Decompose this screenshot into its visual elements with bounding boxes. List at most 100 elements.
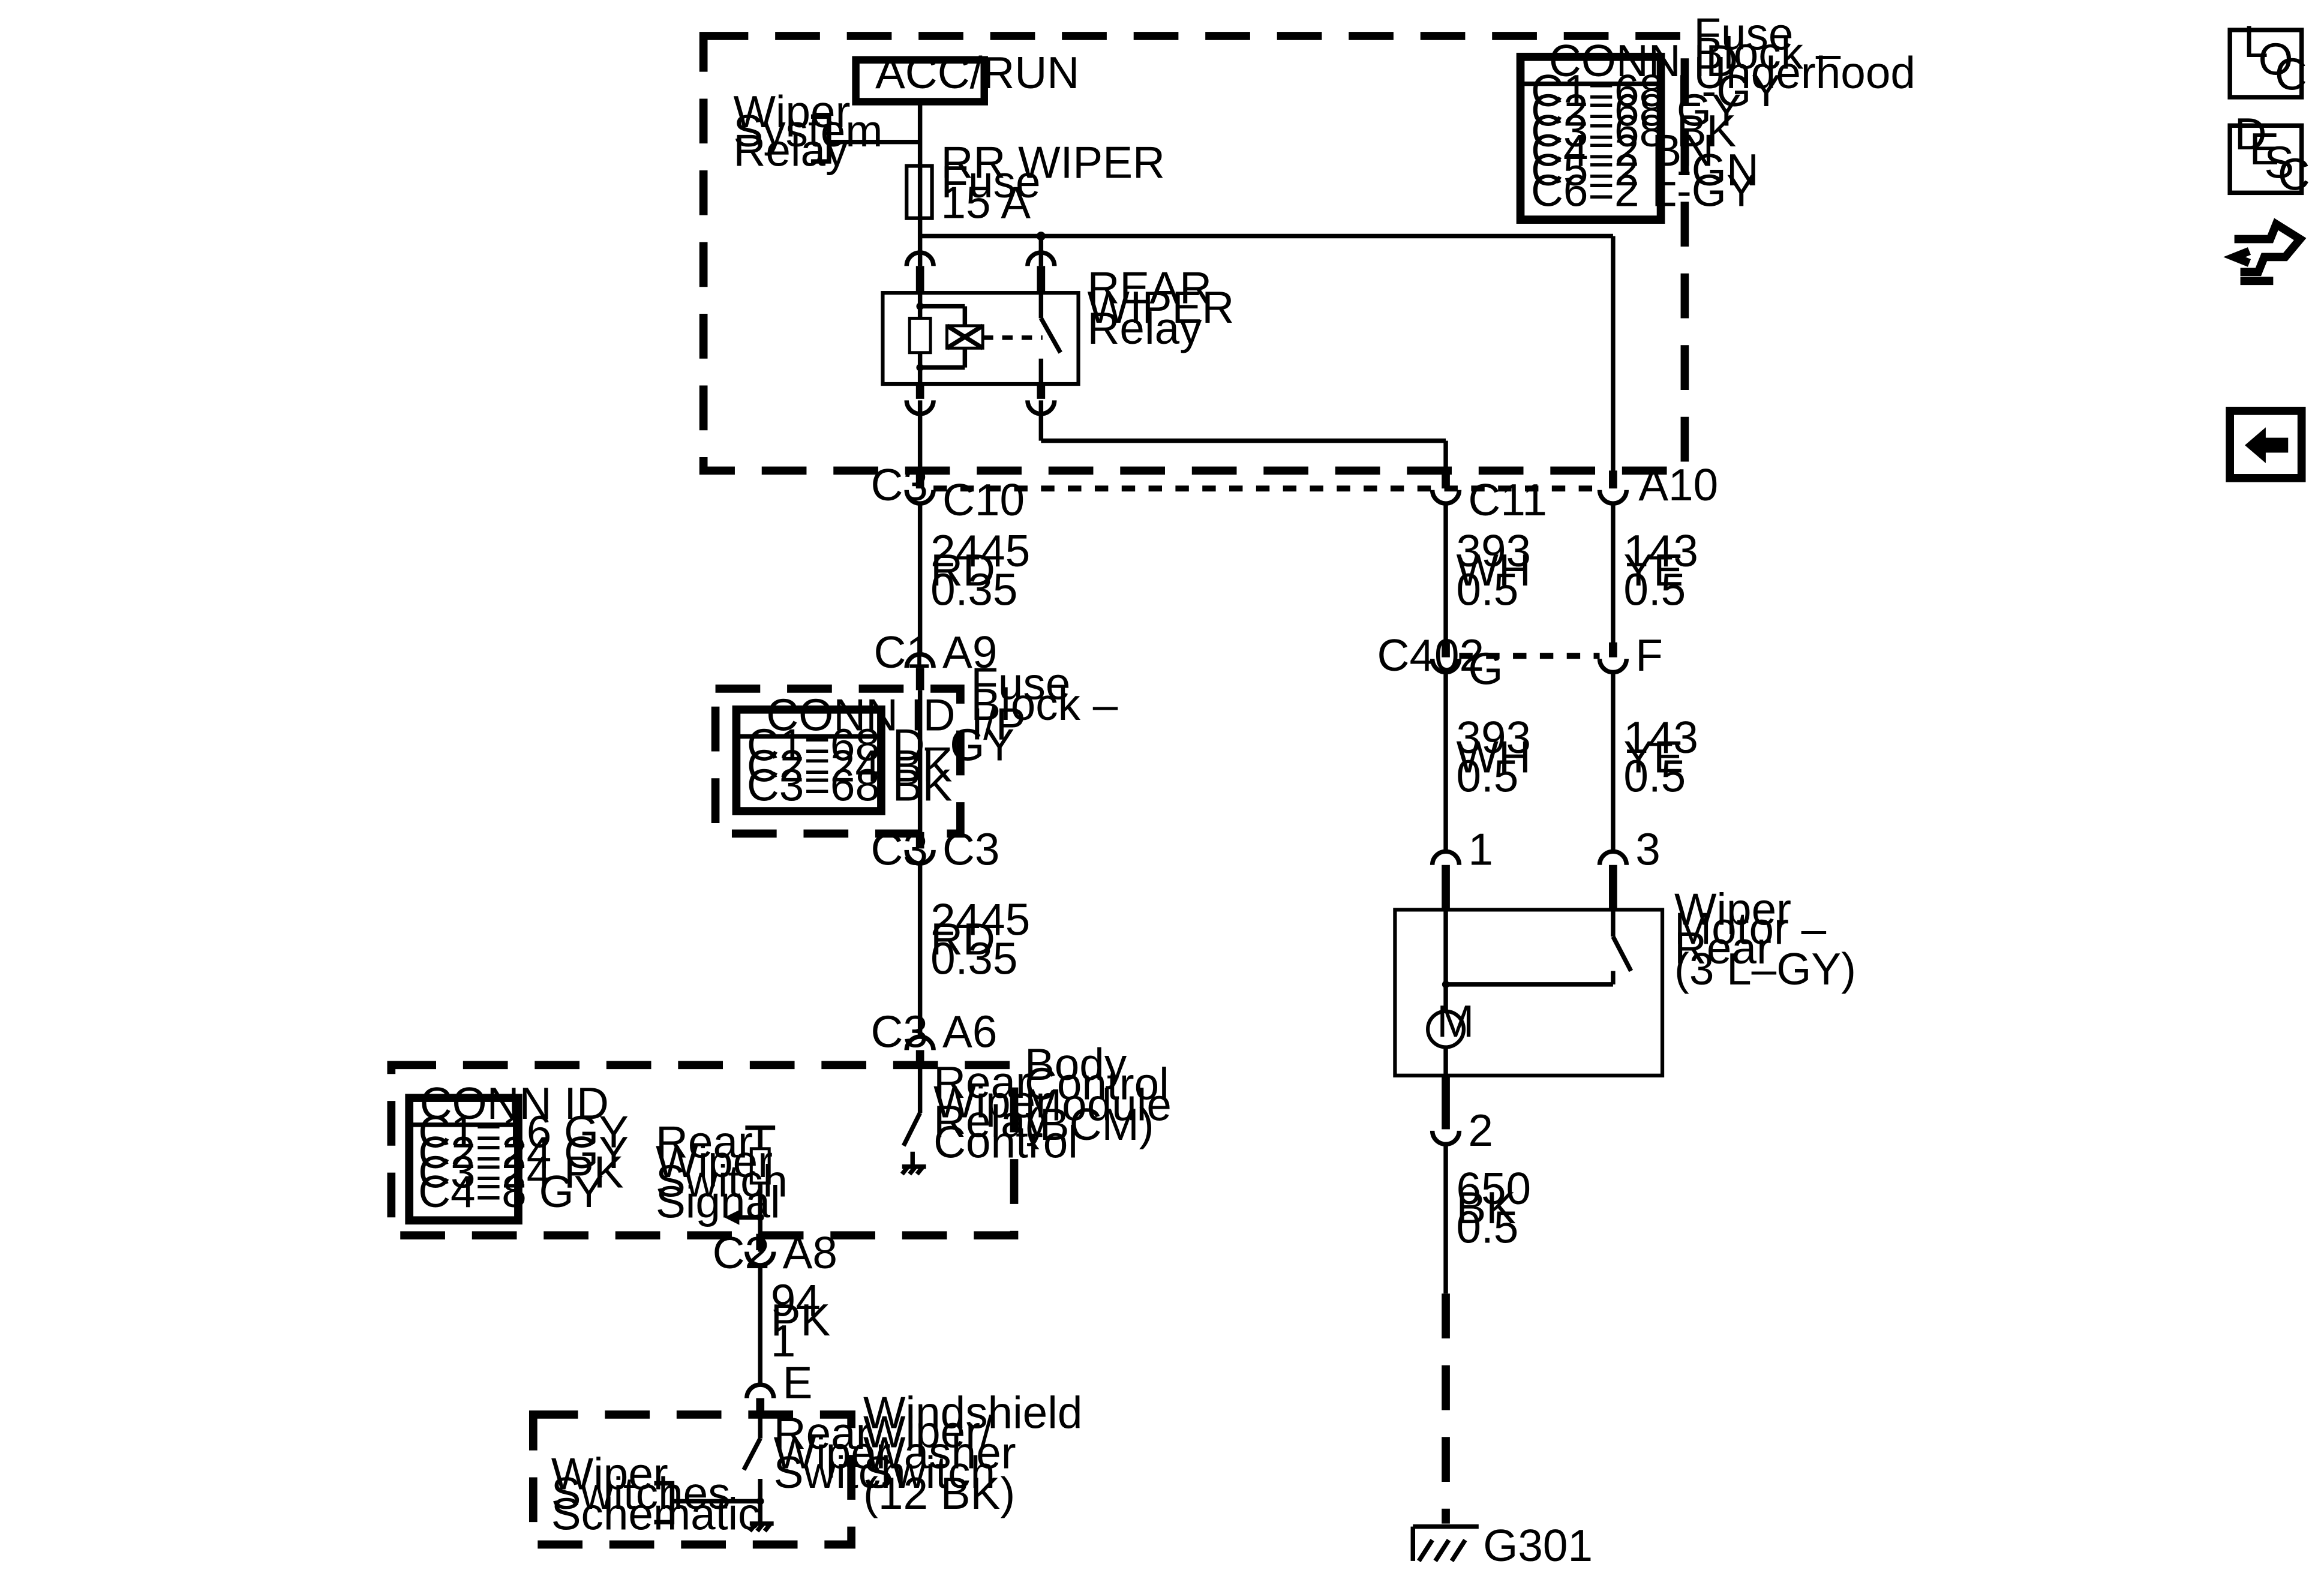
svg-text:Switch: Switch [774, 1447, 906, 1497]
wiper-system-relay-reference: Wiper System Relay [733, 86, 920, 176]
svg-text:1: 1 [1468, 824, 1493, 875]
svg-text:I/P: I/P [971, 699, 1025, 749]
svg-text:G301: G301 [1483, 1520, 1593, 1571]
svg-text:REAR: REAR [1088, 263, 1212, 313]
wire-143-ye-lower: 143 YE 0.5 [1623, 712, 1698, 801]
svg-text:Wiper: Wiper [656, 1136, 773, 1187]
svg-text:E: E [783, 1358, 813, 1408]
svg-text:(BCM): (BCM) [1025, 1099, 1154, 1149]
fuse-block-ip: Fuse Block – I/P CONN ID C1=68 D–GY C2=2… [711, 658, 1118, 838]
connector-c402: C402 G F [1377, 630, 1663, 694]
desc-button[interactable]: D E S C [2227, 109, 2310, 199]
underhood-output-connectors: C3 C10 C11 A10 [871, 460, 1719, 525]
svg-text:393: 393 [1456, 712, 1531, 763]
svg-text:0.5: 0.5 [1456, 564, 1518, 614]
svg-text:2445: 2445 [930, 894, 1030, 945]
svg-text:Switches: Switches [551, 1468, 731, 1518]
svg-text:D: D [2235, 109, 2267, 159]
svg-text:WH: WH [1456, 545, 1530, 595]
conn-id-table-underhood: CONN ID C1=68 L-GY C2=68 GY C3=68 BK C4=… [1516, 35, 1781, 224]
svg-text:C: C [2278, 149, 2310, 199]
svg-text:(12 BK): (12 BK) [863, 1468, 1015, 1518]
svg-text:Wiper: Wiper [551, 1448, 668, 1499]
connector-c3-a6: C3 A6 [871, 1006, 997, 1067]
rr-wiper-fuse: RR WIPER Fuse 15 A [905, 137, 1165, 228]
svg-text:RD: RD [930, 914, 995, 964]
wire-94-pk: 94 PK 1 [771, 1275, 831, 1366]
svg-text:1: 1 [771, 1316, 796, 1366]
svg-text:YE: YE [1623, 731, 1683, 782]
loc-button[interactable]: L O C [2227, 16, 2307, 100]
svg-text:Module: Module [1025, 1079, 1172, 1130]
svg-text:143: 143 [1623, 712, 1698, 763]
svg-text:2: 2 [1468, 1105, 1493, 1155]
svg-text:G: G [1468, 643, 1503, 694]
svg-text:A10: A10 [1638, 460, 1718, 510]
svg-text:Washer: Washer [863, 1428, 1016, 1478]
wire-2445-rd-lower: 2445 RD 0.35 [930, 894, 1030, 984]
wire-393-wh-upper: 393 WH 0.5 [1456, 526, 1531, 615]
svg-text:94: 94 [771, 1275, 821, 1326]
svg-text:F: F [1635, 630, 1663, 680]
conn-id-table-bcm: CONN ID C1=16 GY C2=24 GY C3=24 PK C4=8 … [405, 1078, 629, 1225]
rear-wiper-relay: REAR WIPER Relay [881, 250, 1235, 416]
connector-c3-c3: C3 C3 [871, 824, 1000, 875]
wire-650-bk: 650 BK 0.5 [1456, 1163, 1531, 1253]
svg-text:A9: A9 [942, 627, 997, 677]
svg-text:C11: C11 [1468, 475, 1547, 525]
connector-e: E [744, 1358, 813, 1416]
svg-text:CONN ID: CONN ID [1549, 35, 1738, 86]
svg-text:C5=2 L-GN: C5=2 L-GN [1531, 145, 1759, 195]
svg-text:C2=68 GY: C2=68 GY [1531, 85, 1742, 135]
svg-text:BK: BK [1456, 1182, 1516, 1233]
svg-text:Fuse: Fuse [941, 157, 1041, 207]
body-control-module: Body Control Module (BCM) CONN ID C1=16 … [387, 1039, 1172, 1252]
svg-text:C2=24 GY: C2=24 GY [418, 1127, 629, 1178]
svg-text:E: E [2250, 124, 2280, 174]
svg-text:L: L [2244, 16, 2269, 67]
svg-text:Signal: Signal [656, 1176, 780, 1227]
svg-text:System: System [733, 106, 882, 156]
motor-connector-pin-2: 2 [1430, 1075, 1493, 1155]
svg-text:Rear: Rear [656, 1117, 753, 1167]
svg-text:S: S [2264, 137, 2294, 187]
back-button[interactable] [2226, 406, 2306, 482]
svg-text:Switch: Switch [863, 1447, 995, 1497]
rear-wiper-switch-contact: Rear Wiper Switch [741, 1408, 906, 1533]
connector-c1-a9: C1 A9 [873, 627, 997, 691]
svg-text:Rear: Rear [774, 1408, 871, 1458]
svg-text:A8: A8 [783, 1227, 837, 1278]
svg-text:WIPER: WIPER [1088, 282, 1235, 332]
svg-text:C3=68 BK: C3=68 BK [747, 760, 953, 810]
svg-text:C1=68 L-GY: C1=68 L-GY [1531, 65, 1781, 116]
svg-text:Switch: Switch [656, 1155, 788, 1206]
svg-text:Rear: Rear [933, 1057, 1031, 1107]
svg-text:Windshield: Windshield [863, 1387, 1082, 1437]
svg-text:0.5: 0.5 [1623, 564, 1686, 614]
svg-text:C3: C3 [871, 1006, 928, 1056]
svg-text:0.35: 0.35 [930, 933, 1017, 983]
hand-pointer-icon[interactable] [2223, 218, 2307, 286]
wiper-motor-rear: Wiper Motor – Rear (3 L–GY) M [1393, 884, 1856, 1077]
svg-text:(3 L–GY): (3 L–GY) [1674, 944, 1856, 994]
rear-wiper-relay-control-driver: Rear Wiper Relay Control [900, 1057, 1078, 1176]
svg-text:C6=2 L-GY: C6=2 L-GY [1531, 166, 1756, 216]
svg-text:2445: 2445 [930, 526, 1030, 576]
svg-text:C3: C3 [871, 460, 928, 510]
svg-text:CONN ID: CONN ID [766, 690, 955, 740]
svg-text:393: 393 [1456, 526, 1531, 576]
svg-text:M: M [1437, 996, 1474, 1046]
svg-text:C402: C402 [1377, 630, 1485, 680]
svg-text:C3: C3 [942, 824, 999, 875]
svg-text:CONN ID: CONN ID [420, 1078, 609, 1128]
svg-text:C3=68 BK: C3=68 BK [1531, 106, 1737, 156]
svg-text:C1=16 GY: C1=16 GY [418, 1106, 629, 1157]
arrow-left-icon [2245, 427, 2289, 463]
svg-text:0.35: 0.35 [930, 564, 1017, 614]
wiper-switches-schematic-reference: Wiper Switches Schematic [551, 1448, 761, 1539]
svg-text:C4=8 GY: C4=8 GY [418, 1166, 603, 1217]
svg-text:A6: A6 [942, 1006, 997, 1056]
svg-text:Schematic: Schematic [551, 1489, 761, 1539]
svg-text:YE: YE [1623, 545, 1683, 595]
